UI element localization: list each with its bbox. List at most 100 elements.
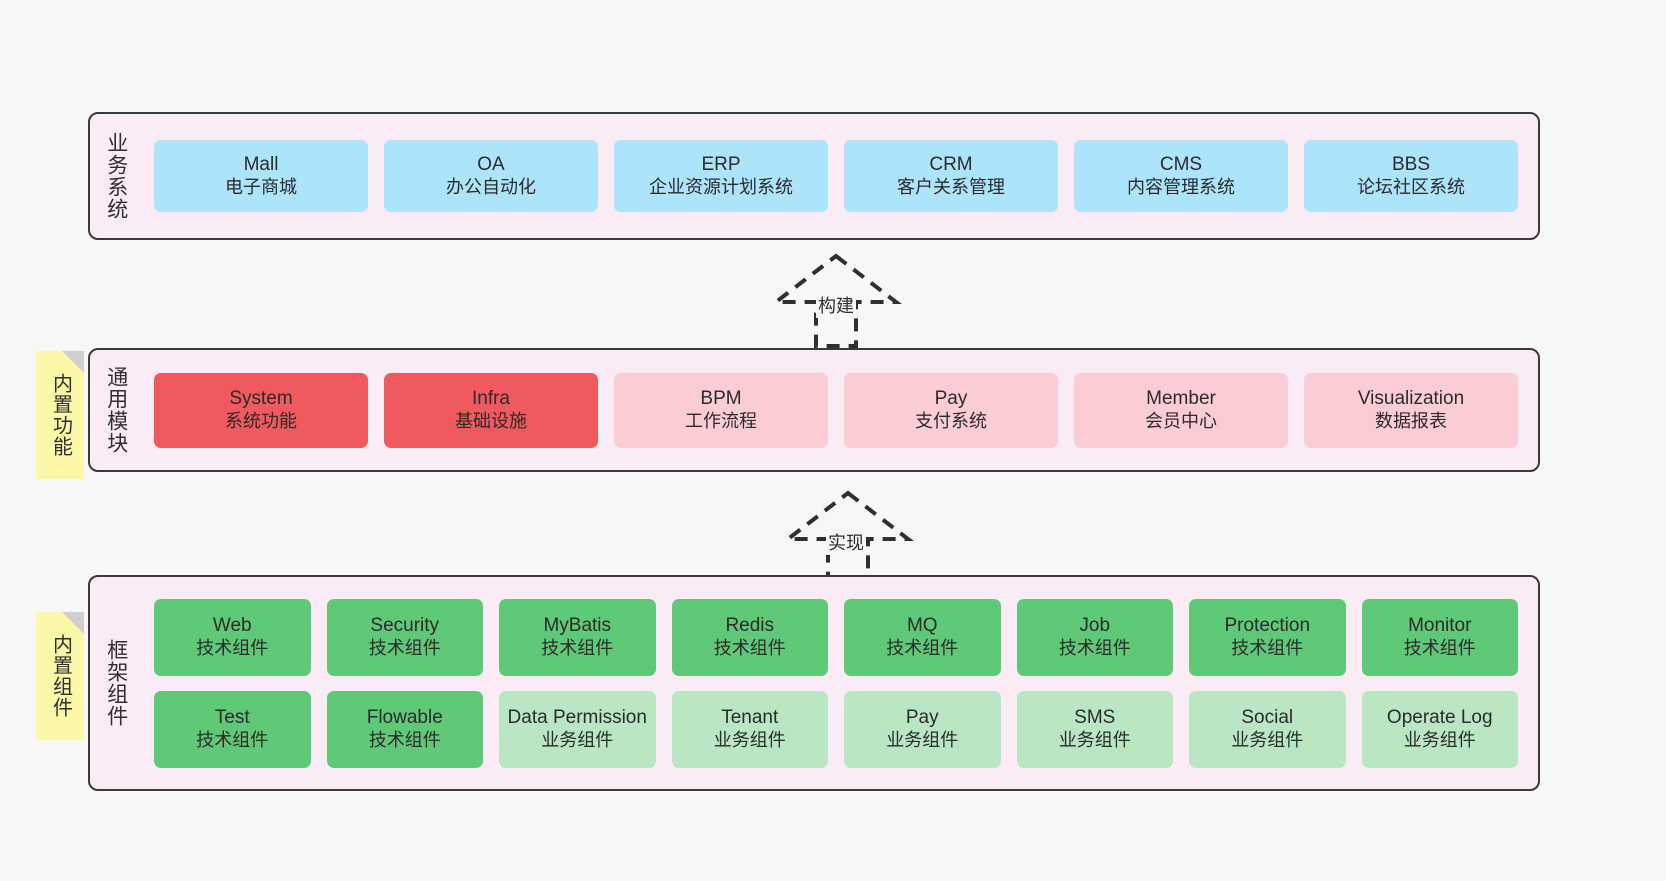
- box-pay-component-subtitle: 业务组件: [886, 729, 959, 750]
- box-mall-title: Mall: [243, 154, 279, 176]
- layer-business-systems: 业务系统 Mall 电子商城 OA 办公自动化 ERP 企业资源计划系统 CRM…: [88, 112, 1540, 240]
- box-system-subtitle: 系统功能: [225, 410, 297, 431]
- row-modules-1: System 系统功能 Infra 基础设施 BPM 工作流程 Pay 支付系统…: [146, 372, 1526, 448]
- row-business-1: Mall 电子商城 OA 办公自动化 ERP 企业资源计划系统 CRM 客户关系…: [146, 140, 1526, 212]
- box-security[interactable]: Security 技术组件: [326, 598, 483, 676]
- box-cms-subtitle: 内容管理系统: [1127, 176, 1235, 197]
- box-test-title: Test: [214, 707, 250, 729]
- row-framework-1: Web 技术组件 Security 技术组件 MyBatis 技术组件 Redi…: [146, 598, 1526, 676]
- box-visualization[interactable]: Visualization 数据报表: [1304, 372, 1518, 448]
- layer-common-modules: 通用模块 System 系统功能 Infra 基础设施 BPM 工作流程 Pay…: [88, 348, 1540, 472]
- box-mybatis-title: MyBatis: [543, 615, 612, 637]
- box-operate-log-subtitle: 业务组件: [1403, 729, 1476, 750]
- box-sms[interactable]: SMS 业务组件: [1016, 690, 1173, 768]
- box-monitor-subtitle: 技术组件: [1403, 637, 1476, 658]
- box-sms-title: SMS: [1074, 707, 1116, 729]
- box-crm-subtitle: 客户关系管理: [897, 176, 1005, 197]
- box-web-title: Web: [212, 615, 252, 637]
- box-job-subtitle: 技术组件: [1058, 637, 1131, 658]
- layer-label-modules: 通用模块: [104, 366, 128, 454]
- box-oa[interactable]: OA 办公自动化: [384, 140, 598, 212]
- box-pay-component[interactable]: Pay 业务组件: [844, 690, 1001, 768]
- layer-body-business: Mall 电子商城 OA 办公自动化 ERP 企业资源计划系统 CRM 客户关系…: [142, 114, 1538, 238]
- box-system[interactable]: System 系统功能: [154, 372, 368, 448]
- sticky-note-builtin-components: 内置组件: [36, 612, 84, 740]
- box-crm[interactable]: CRM 客户关系管理: [844, 140, 1058, 212]
- box-job-title: Job: [1079, 615, 1111, 637]
- box-tenant[interactable]: Tenant 业务组件: [671, 690, 828, 768]
- dashed-hollow-arrow-icon: [782, 490, 914, 585]
- box-pay-component-title: Pay: [905, 707, 939, 729]
- sticky-note-builtin-components-label: 内置组件: [49, 634, 72, 718]
- box-flowable-title: Flowable: [366, 707, 443, 729]
- box-bpm[interactable]: BPM 工作流程: [614, 372, 828, 448]
- box-cms[interactable]: CMS 内容管理系统: [1074, 140, 1288, 212]
- box-member[interactable]: Member 会员中心: [1074, 372, 1288, 448]
- box-flowable-subtitle: 技术组件: [368, 729, 441, 750]
- layer-label-business: 业务系统: [104, 132, 128, 220]
- box-visualization-title: Visualization: [1357, 388, 1465, 410]
- box-tenant-subtitle: 业务组件: [713, 729, 786, 750]
- box-visualization-subtitle: 数据报表: [1375, 410, 1447, 431]
- box-web[interactable]: Web 技术组件: [154, 598, 311, 676]
- connector-build: 构建: [748, 252, 923, 348]
- box-protection-subtitle: 技术组件: [1231, 637, 1304, 658]
- box-pay-module-subtitle: 支付系统: [915, 410, 987, 431]
- box-system-title: System: [229, 388, 293, 410]
- box-mq-subtitle: 技术组件: [886, 637, 959, 658]
- box-bpm-title: BPM: [700, 388, 742, 410]
- box-redis-subtitle: 技术组件: [713, 637, 786, 658]
- box-protection-title: Protection: [1224, 615, 1311, 637]
- box-member-subtitle: 会员中心: [1145, 410, 1217, 431]
- box-oa-subtitle: 办公自动化: [446, 176, 536, 197]
- box-redis[interactable]: Redis 技术组件: [671, 598, 828, 676]
- box-infra[interactable]: Infra 基础设施: [384, 372, 598, 448]
- box-mq-title: MQ: [906, 615, 938, 637]
- box-security-subtitle: 技术组件: [368, 637, 441, 658]
- box-infra-title: Infra: [471, 388, 511, 410]
- box-social[interactable]: Social 业务组件: [1189, 690, 1346, 768]
- box-job[interactable]: Job 技术组件: [1016, 598, 1173, 676]
- box-mybatis[interactable]: MyBatis 技术组件: [499, 598, 656, 676]
- connector-implement-label: 实现: [826, 529, 866, 555]
- layer-body-modules: System 系统功能 Infra 基础设施 BPM 工作流程 Pay 支付系统…: [142, 350, 1538, 470]
- box-mall[interactable]: Mall 电子商城: [154, 140, 368, 212]
- box-erp-subtitle: 企业资源计划系统: [649, 176, 793, 197]
- row-framework-2: Test 技术组件 Flowable 技术组件 Data Permission …: [146, 690, 1526, 768]
- box-sms-subtitle: 业务组件: [1058, 729, 1131, 750]
- box-bbs[interactable]: BBS 论坛社区系统: [1304, 140, 1518, 212]
- box-erp-title: ERP: [701, 154, 741, 176]
- box-test-subtitle: 技术组件: [196, 729, 269, 750]
- box-member-title: Member: [1146, 388, 1216, 410]
- box-operate-log[interactable]: Operate Log 业务组件: [1361, 690, 1518, 768]
- layer-framework-components: 框架组件 Web 技术组件 Security 技术组件 MyBatis 技术组件…: [88, 575, 1540, 791]
- box-data-permission[interactable]: Data Permission 业务组件: [499, 690, 656, 768]
- layer-label-framework: 框架组件: [104, 639, 128, 727]
- box-data-permission-title: Data Permission: [507, 707, 647, 729]
- box-protection[interactable]: Protection 技术组件: [1189, 598, 1346, 676]
- box-tenant-title: Tenant: [721, 707, 779, 729]
- box-social-subtitle: 业务组件: [1231, 729, 1304, 750]
- connector-build-label: 构建: [816, 292, 856, 318]
- box-pay-module[interactable]: Pay 支付系统: [844, 372, 1058, 448]
- box-flowable[interactable]: Flowable 技术组件: [326, 690, 483, 768]
- layer-body-framework: Web 技术组件 Security 技术组件 MyBatis 技术组件 Redi…: [142, 577, 1538, 789]
- box-test[interactable]: Test 技术组件: [154, 690, 311, 768]
- box-monitor[interactable]: Monitor 技术组件: [1361, 598, 1518, 676]
- box-cms-title: CMS: [1159, 154, 1203, 176]
- dashed-hollow-arrow-icon: [770, 253, 902, 348]
- connector-implement: 实现: [760, 489, 935, 585]
- box-web-subtitle: 技术组件: [196, 637, 269, 658]
- box-pay-module-title: Pay: [934, 388, 968, 410]
- box-redis-title: Redis: [725, 615, 775, 637]
- box-mq[interactable]: MQ 技术组件: [844, 598, 1001, 676]
- box-erp[interactable]: ERP 企业资源计划系统: [614, 140, 828, 212]
- box-mybatis-subtitle: 技术组件: [541, 637, 614, 658]
- box-data-permission-subtitle: 业务组件: [541, 729, 614, 750]
- box-crm-title: CRM: [929, 154, 973, 176]
- sticky-note-builtin-features-label: 内置功能: [49, 373, 72, 457]
- box-oa-title: OA: [477, 154, 505, 176]
- box-operate-log-title: Operate Log: [1386, 707, 1493, 729]
- sticky-note-builtin-features: 内置功能: [36, 351, 84, 479]
